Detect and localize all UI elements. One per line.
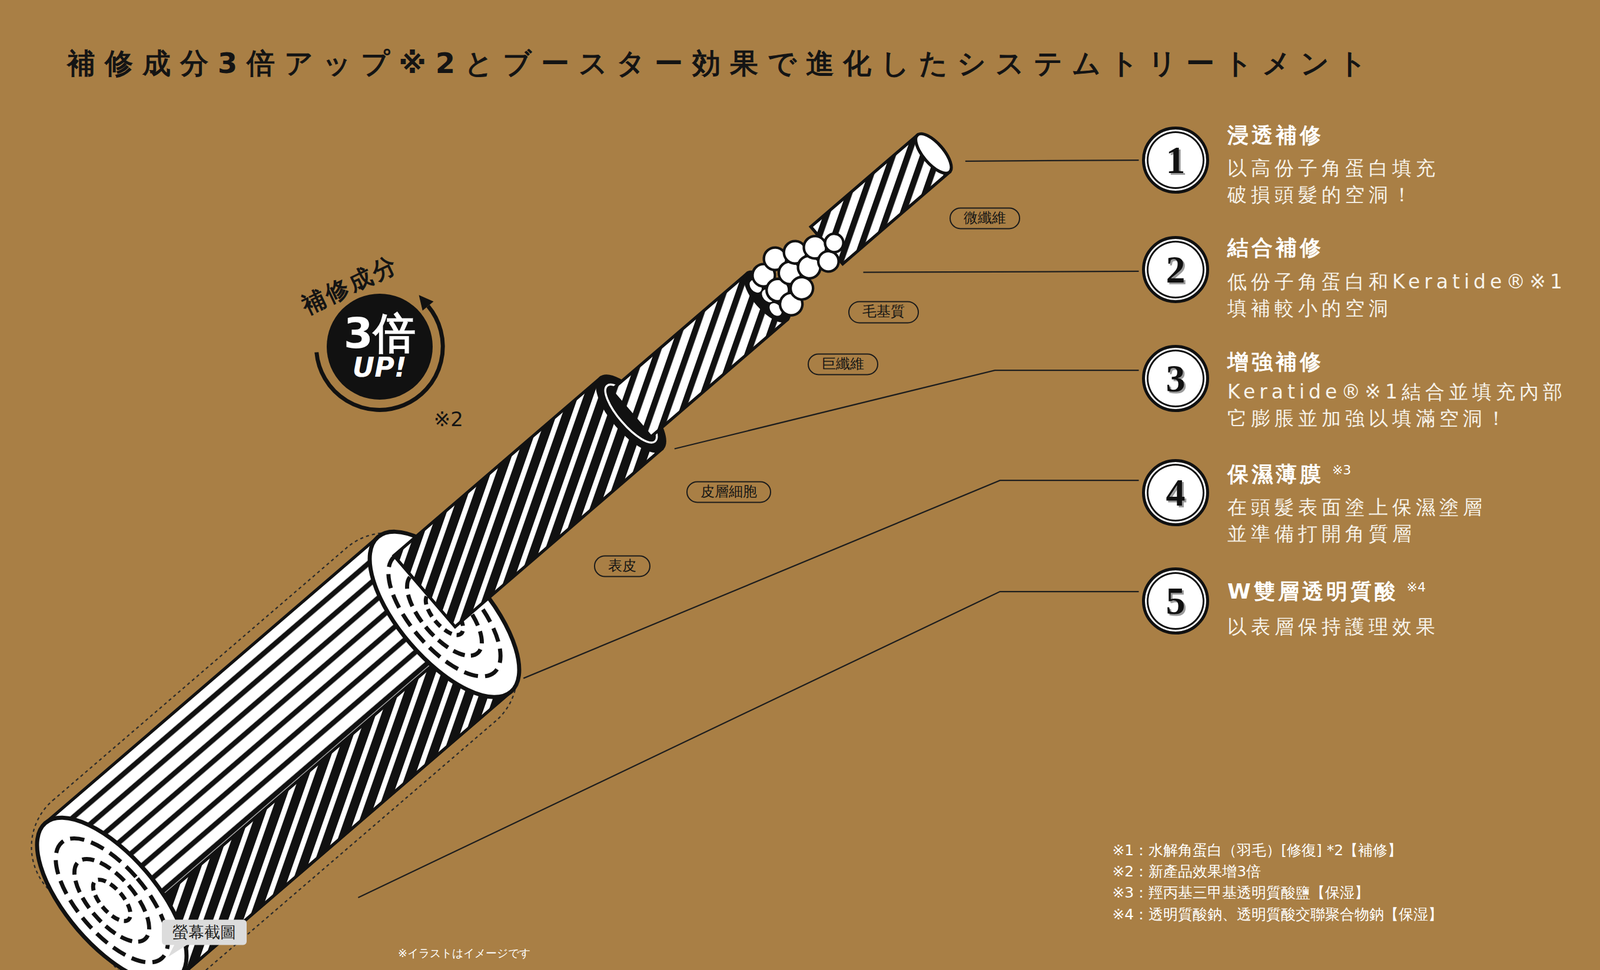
step-heading-row: 保濕薄膜 ※3 xyxy=(1227,461,1487,488)
illustration-note: ※イラストはイメージです xyxy=(397,945,531,961)
step-number-circle: 5W雙層透明質酸※4以表層保持護理效果 xyxy=(1142,567,1210,635)
step-description: Keratide®※1結合並填充內部 它膨脹並加強以填滿空洞！ xyxy=(1227,378,1567,432)
leader-lines-part xyxy=(357,591,1139,898)
part-name: 巨纖維 xyxy=(821,354,865,374)
badge-up: UP! xyxy=(352,353,407,381)
part-name: 毛基質 xyxy=(862,303,905,322)
macrofibril-cylinder xyxy=(611,265,797,437)
cuticle-cylinder-part xyxy=(61,847,162,954)
title: 補修成分3倍アップ※2とブースター効果で進化したシステムトリートメント xyxy=(67,46,1377,80)
callout-number: 1 xyxy=(1165,140,1185,180)
badge-heading: 補修成分 xyxy=(297,250,403,319)
hair-strand xyxy=(2,83,1036,970)
label-holder: ※1：水解角蛋白（羽毛）[修復] *2【補修】 xyxy=(1111,840,1403,861)
part-name: 皮層細胞 xyxy=(700,482,758,501)
step-heading-row: 浸透補修 xyxy=(1227,122,1440,149)
step-description: 以表層保持護理效果 xyxy=(1227,613,1440,640)
cuticle-cylinder-part xyxy=(131,637,511,970)
step-number-circle: 3增強補修Keratide®※1結合並填充內部 它膨脹並加強以填滿空洞！ xyxy=(1142,344,1210,413)
step-number-circle: 4保濕薄膜※3在頭髮表面塗上保濕塗層 並準備打開角質層 xyxy=(1142,459,1210,527)
tag-text: 螢幕截圖 xyxy=(172,922,237,944)
step-heading: 浸透補修 xyxy=(1227,122,1324,149)
microfibril-cylinder xyxy=(810,128,958,264)
step-text-holder: 保濕薄膜 ※3 在頭髮表面塗上保濕塗層 並準備打開角質層 xyxy=(1227,461,1487,547)
callout-number: 5 xyxy=(1165,581,1185,621)
part-label-box: 表皮 xyxy=(593,555,651,577)
step-number-circle: 2結合補修低份子角蛋白和Keratide®※1 填補較小的空洞 xyxy=(1142,236,1210,304)
cuticle-cylinder-part xyxy=(36,820,188,970)
step-heading: 保濕薄膜 xyxy=(1227,461,1324,488)
badge-arc-text-holder: 補修成分 xyxy=(297,250,403,319)
step-heading-row: 增強補修 xyxy=(1227,349,1567,375)
part-name: 微纖維 xyxy=(963,208,1007,228)
step-description: 低份子角蛋白和Keratide®※1 填補較小的空洞 xyxy=(1227,268,1567,322)
footnote: ※2：新產品效果增3倍 xyxy=(1111,861,1261,882)
label-holder: ※2 xyxy=(433,406,464,433)
part-name: 表皮 xyxy=(608,556,637,576)
label-holder: ※3：羥丙基三甲基透明質酸鹽【保湿】 xyxy=(1111,883,1370,903)
step-text-holder: 結合補修低份子角蛋白和Keratide®※1 填補較小的空洞 xyxy=(1227,234,1567,322)
footnote-marker: ※4 xyxy=(1406,578,1426,597)
title-block: 補修成分3倍アップ※2とブースター効果で進化したシステムトリートメント xyxy=(67,46,1377,80)
label-holder: ※イラストはイメージです xyxy=(397,945,531,961)
step-heading: W雙層透明質酸 xyxy=(1227,578,1399,605)
matrix-beads xyxy=(744,208,861,322)
leader-lines-part xyxy=(965,160,1140,162)
leader-lines-part xyxy=(674,370,1140,449)
step-text-holder: 浸透補修以高份子角蛋白填充 破損頭髮的空洞！ xyxy=(1227,122,1440,208)
footnote: ※3：羥丙基三甲基透明質酸鹽【保湿】 xyxy=(1111,883,1370,903)
callout-number: 2 xyxy=(1165,250,1185,290)
step-description: 在頭髮表面塗上保濕塗層 並準備打開角質層 xyxy=(1227,493,1487,547)
step-heading: 增強補修 xyxy=(1227,349,1324,375)
cuticle-cylinder-part xyxy=(86,873,137,928)
badge-number: 3倍 xyxy=(343,313,416,354)
step-heading-row: 結合補修 xyxy=(1227,234,1567,261)
step-text-holder: 增強補修 Keratide®※1結合並填充內部 它膨脹並加強以填滿空洞！ xyxy=(1227,349,1567,432)
step-description: 以高份子角蛋白填充 破損頭髮的空洞！ xyxy=(1227,154,1440,208)
leader-lines-part xyxy=(862,271,1139,273)
callout-number: 4 xyxy=(1165,473,1185,513)
part-label-box: 毛基質 xyxy=(848,301,919,324)
footnote: ※1：水解角蛋白（羽毛）[修復] *2【補修】 xyxy=(1111,840,1403,861)
microfibril-cylinder-part xyxy=(910,128,958,179)
step-text-holder: W雙層透明質酸 ※4 以表層保持護理效果 xyxy=(1227,578,1440,640)
step-number-circle: 1浸透補修以高份子角蛋白填充 破損頭髮的空洞！ xyxy=(1142,126,1210,194)
badge-ring-part xyxy=(419,294,434,311)
screenshot-tag: 螢幕截圖 xyxy=(161,920,247,946)
leader-lines-part xyxy=(523,480,1139,679)
footnote-marker: ※3 xyxy=(1332,461,1351,480)
leader-lines xyxy=(357,160,1139,898)
part-label-box: 微纖維 xyxy=(949,207,1021,229)
callout-number: 3 xyxy=(1165,359,1185,398)
part-label-box: 皮層細胞 xyxy=(686,480,772,503)
step-heading-row: W雙層透明質酸 ※4 xyxy=(1227,578,1440,605)
footnote-marker: ※2 xyxy=(433,406,464,433)
footnote: ※4：透明質酸鈉、透明質酸交聯聚合物鈉【保湿】 xyxy=(1111,904,1443,925)
step-heading: 結合補修 xyxy=(1227,234,1324,261)
label-holder: ※2：新產品效果增3倍 xyxy=(1111,861,1261,882)
matrix-beads-part xyxy=(821,230,848,257)
part-label-box: 巨纖維 xyxy=(807,353,879,375)
badge-circle: 3倍UP!補修成分 xyxy=(326,293,433,400)
label-holder: ※4：透明質酸鈉、透明質酸交聯聚合物鈉【保湿】 xyxy=(1111,904,1443,925)
